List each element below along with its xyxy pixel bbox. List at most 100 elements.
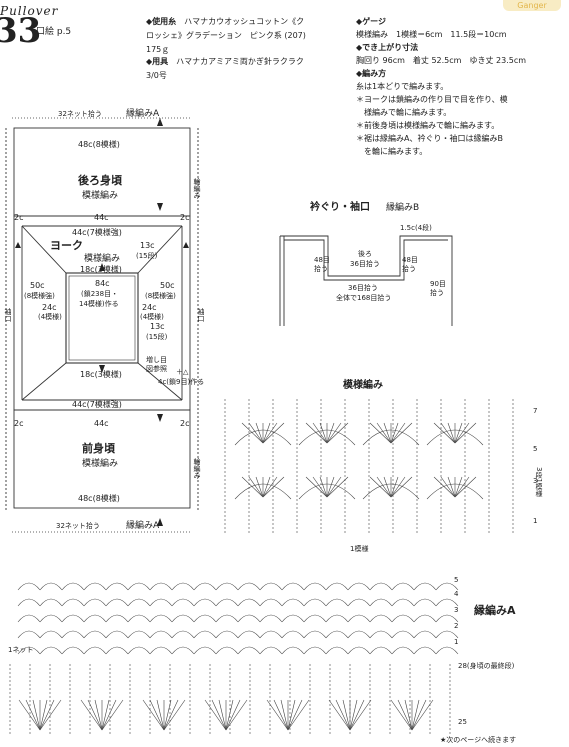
net-arc (215, 614, 239, 623)
fan-stitch (328, 699, 351, 731)
net-arc (259, 614, 283, 623)
row-5: 5 (533, 445, 537, 453)
net-arc (435, 598, 459, 607)
net-arc (325, 646, 349, 655)
neck-edging: 縁編みB (386, 201, 419, 213)
net-arc (149, 614, 173, 623)
front-title: 前身頃 (82, 441, 116, 455)
fan-stitch (383, 476, 392, 498)
net-arc (193, 646, 217, 655)
net-arc (17, 598, 41, 607)
net-arc (369, 598, 393, 607)
net-arc (281, 598, 305, 607)
yarn-heading: ◆使用糸 (146, 17, 177, 26)
fan-stitch (433, 422, 456, 444)
fan-stitch (287, 699, 310, 731)
row-28-label: 28(身頃の最終段) (458, 661, 515, 670)
fan-stitch (32, 699, 41, 731)
fan-stitch (404, 699, 413, 731)
pattern-title: Pullover (0, 4, 59, 18)
net-arc (303, 582, 327, 591)
top-15c: 1.5c(4段) (400, 223, 432, 232)
top-edging-label: 縁編みA (126, 107, 160, 119)
corner-2c-4: 2c (180, 419, 190, 428)
net-arc (39, 630, 63, 639)
net-arc (259, 646, 283, 655)
net-arc (369, 630, 393, 639)
method-line-1: 糸は1本どりで編みます。 (356, 82, 449, 91)
materials-block: ◆使用糸 ハマナカウオッシュコットン《ク ロッシェ》グラデーション ピンク系 (… (146, 17, 346, 81)
fan-stitch (312, 422, 328, 444)
fan-stitch (94, 699, 103, 731)
net-arc (347, 646, 371, 655)
net-arc (105, 630, 129, 639)
net-arc (391, 614, 415, 623)
net-arc (325, 582, 349, 591)
sleeve-right-label: 袖口 (197, 307, 205, 322)
net-arc (347, 614, 371, 623)
net-arc (39, 646, 63, 655)
front-width-label: 48c(8模様) (78, 493, 120, 503)
fan-stitch (326, 476, 349, 498)
sleeve-left-label: 袖口 (4, 307, 12, 322)
pick48-right: 48目 (402, 256, 418, 264)
chain-arc (234, 483, 292, 500)
tool-text-2: 3/0号 (146, 71, 167, 80)
net-arc (347, 630, 371, 639)
net-arc (303, 598, 327, 607)
fan-stitch (433, 476, 456, 498)
net-arc (215, 598, 239, 607)
net-arc (193, 630, 217, 639)
net-arc (281, 614, 305, 623)
edge-row-4: 4 (454, 590, 459, 598)
net-arc (237, 630, 261, 639)
method-line-4: ＊前後身頃は模様編みで輪に編みます。 (356, 121, 500, 130)
chain-arc (426, 429, 484, 446)
fan-stitch (262, 422, 278, 444)
repeat-3dan: 3段1模様 (535, 467, 543, 497)
neck-front-36: 36目拾う (348, 283, 378, 292)
chain-arc (234, 429, 292, 446)
row-3: 3 (533, 477, 537, 485)
fan-stitch (225, 699, 248, 731)
center-chain: (鎖238目・ (81, 289, 118, 298)
net-arc (105, 646, 129, 655)
fan-stitch (39, 699, 48, 731)
sleeve-90: 90目 (430, 280, 446, 288)
net-arc (413, 598, 437, 607)
net-arc (259, 598, 283, 607)
net-arc (61, 582, 85, 591)
net-arc (369, 582, 393, 591)
fan-stitch (305, 422, 328, 444)
net-arc (83, 614, 107, 623)
tool-heading: ◆用具 (146, 57, 169, 66)
net-arc (237, 582, 261, 591)
edge-row-1: 1 (454, 638, 458, 646)
yoke-13c-bottom: 13c (150, 322, 165, 331)
left-50c: 50c (30, 281, 45, 290)
fan-stitch (218, 699, 227, 731)
net-arc (215, 582, 239, 591)
side-label-top: 輪編み (193, 177, 201, 199)
gauge-heading: ◆ゲージ (356, 17, 386, 26)
net-arc (105, 582, 129, 591)
net-arc (83, 630, 107, 639)
method-line-6: を輪に編みます。 (364, 147, 428, 156)
net-arc (149, 582, 173, 591)
pattern-stitch-chart: 7 5 3 1 3段1模様 1模様 (224, 399, 543, 553)
fan-stitch (248, 422, 264, 444)
yoke-stitch: 模様編み (84, 252, 120, 264)
instructions-block: ◆ゲージ 模様編み 1模様＝6cm 11.5段＝10cm ◆でき上がり寸法 胸回… (356, 17, 568, 157)
edging-title: 縁編みA (474, 603, 516, 617)
row-7: 7 (533, 407, 537, 415)
fan-stitch (262, 422, 271, 444)
net-arc (127, 614, 151, 623)
net-arc (17, 646, 41, 655)
size-heading: ◆でき上がり寸法 (356, 43, 419, 52)
net-arc (325, 598, 349, 607)
left-4mod: (4模様) (38, 312, 62, 321)
corner-2c-3: 2c (14, 419, 24, 428)
fan-stitch (287, 699, 296, 731)
neck-sleeve-diagram: 衿ぐり・袖口 縁編みB 1.5c(4段) 48目 拾う 後ろ 36目拾う 48目… (279, 200, 453, 326)
fan-stitch (142, 699, 165, 731)
